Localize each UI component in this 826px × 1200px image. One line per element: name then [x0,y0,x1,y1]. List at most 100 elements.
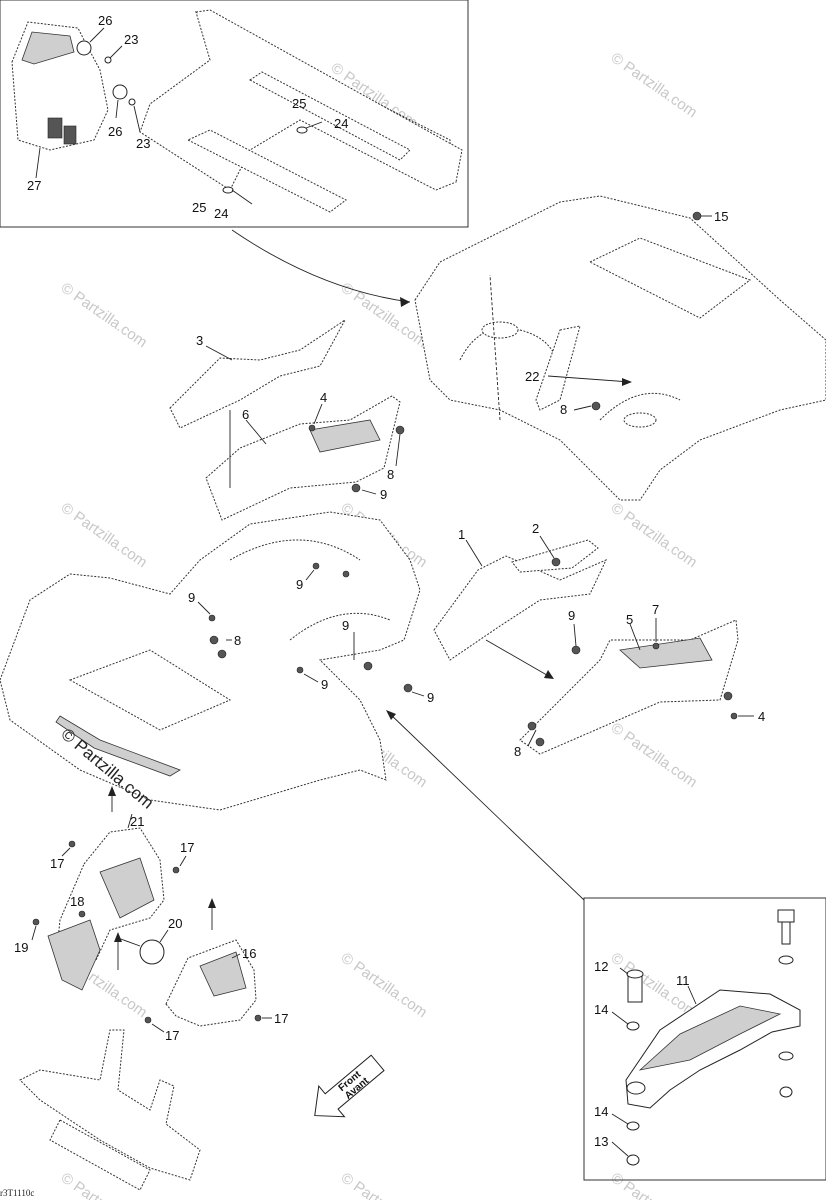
leader-line [305,569,315,581]
callout-15: 15 [714,209,728,224]
rear-fender-storage [588,237,752,319]
leader-line [687,985,697,1005]
leader-line [539,535,555,559]
bolt-shank [781,921,791,945]
callout-17: 17 [180,840,194,855]
leader-line [611,1011,629,1025]
callout-25: 25 [192,200,206,215]
watermark: © Partzilla.com [338,1169,431,1200]
callout-19: 19 [14,940,28,955]
watermark: © Partzilla.com [608,49,701,121]
leader-line [411,691,425,697]
fender-hole [623,412,657,428]
nut-8 [395,425,405,435]
front-fender-assembly: 9 9 8 9 9 9 © Partzilla.com [0,511,434,813]
callout-26: 26 [98,13,112,28]
nut-8 [535,737,545,747]
nut-8 [527,721,537,731]
rear-rack-rail [195,9,463,183]
part-6-panel [205,395,401,521]
callout-5: 5 [626,612,633,627]
callout-3: 3 [196,333,203,348]
leader-line [361,489,377,495]
bolt-24 [305,121,323,129]
part-2-bracket [511,539,599,573]
front-bumper-frame [19,1029,201,1181]
callout-9: 9 [568,608,575,623]
callout-24: 24 [334,116,348,131]
nut-13 [626,1154,640,1166]
leader-line [573,405,592,411]
callout-9: 9 [380,487,387,502]
leader-line [527,729,537,747]
fastener-15 [692,211,702,221]
leader-line [395,433,401,467]
front-fender-wheel-well [289,612,391,641]
callout-26: 26 [108,124,122,139]
rear-fender-assembly: 15 22 8 [414,195,826,501]
callout-8: 8 [234,633,241,648]
leader-line [573,623,577,647]
part-3-cover [169,319,346,429]
fender-hole [481,321,519,339]
grommet-9 [363,661,373,671]
washer-25 [222,186,234,194]
bushing-26 [76,40,92,56]
leader-line [303,673,319,683]
leader-line [31,925,37,941]
callout-23: 23 [136,136,150,151]
arrow-head [208,898,216,908]
leader-line [133,105,141,133]
grommet-9 [312,562,320,570]
callout-20: 20 [168,916,182,931]
leader-line [245,419,267,445]
watermark: © Partzilla.com [338,279,431,351]
leader-line [89,27,105,43]
callout-9: 9 [188,590,195,605]
callout-25: 25 [292,96,306,111]
bolt-12-head [626,969,644,979]
part-27-vents [21,31,75,65]
callout-4: 4 [758,709,765,724]
bolt-24 [231,189,253,205]
inset-frame [0,0,469,228]
front-fender-wheel-well [229,539,361,561]
leader-line [197,601,211,615]
leader-line [489,274,501,421]
washer-23 [128,98,136,106]
callout-12: 12 [594,959,608,974]
grommet-9 [403,683,413,693]
part-11-hole [626,1081,646,1095]
nut-8 [209,635,219,645]
callout-18: 18 [70,894,84,909]
watermark: © Partzilla.com [608,719,701,791]
leader-line [619,967,629,975]
callout-23: 23 [124,32,138,47]
part-16-shade [199,951,247,997]
leader-line [127,813,133,829]
leader-line [35,147,41,179]
leader-line [387,711,585,901]
grommet-9 [208,614,216,622]
front-direction-arrow: Front Avant [314,1054,385,1118]
callout-16: 16 [242,946,256,961]
leader-line [485,639,553,679]
callout-14: 14 [594,1104,608,1119]
screw-4 [730,712,738,720]
callout-24: 24 [214,206,228,221]
drawing-code: r3T1110c [0,1188,34,1198]
rear-rack-crossbar [186,129,347,213]
callout-17: 17 [274,1011,288,1026]
part-2-nut [551,557,561,567]
rear-rack-crossbar [249,71,411,161]
washer-14 [626,1021,640,1031]
callout-17: 17 [50,856,64,871]
nut-8 [217,649,227,659]
nut-8 [591,401,601,411]
leader-line [205,345,233,361]
bolt-head [777,909,795,923]
callout-9: 9 [427,690,434,705]
part-19-panel [47,919,101,991]
front-fender-stripe [55,715,181,777]
arrow-head [544,670,554,679]
